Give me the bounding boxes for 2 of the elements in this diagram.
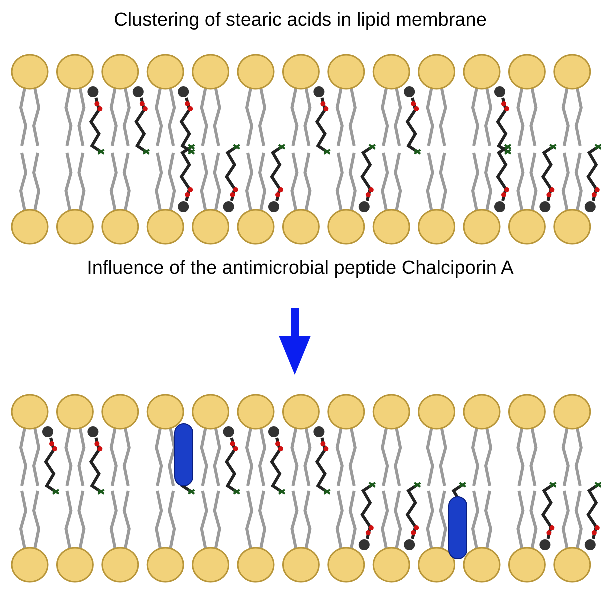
caption-text: Influence of the antimicrobial peptide Chalciporin A	[86, 258, 515, 280]
diagram-title: Clustering of stearic acids in lipid membrane	[113, 10, 488, 32]
